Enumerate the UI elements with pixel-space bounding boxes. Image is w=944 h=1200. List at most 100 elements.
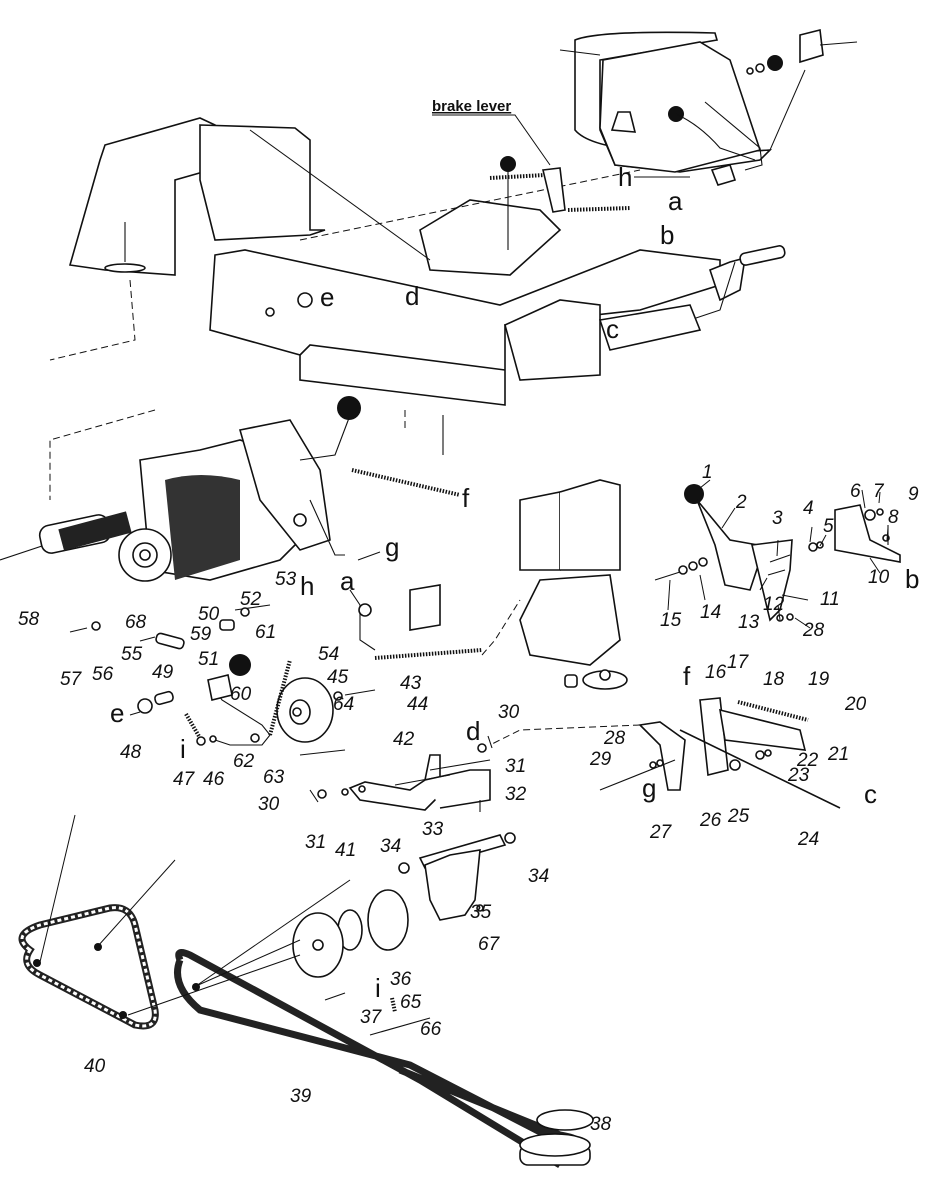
letter-label: e xyxy=(320,282,334,312)
part-label: 26 xyxy=(699,810,722,831)
letter-label: b xyxy=(905,564,919,594)
letter-label: a xyxy=(340,566,355,596)
part-label: 36 xyxy=(390,969,412,990)
part-label: 11 xyxy=(820,589,840,610)
part-label: 53 xyxy=(275,569,297,590)
part-label: 24 xyxy=(797,829,819,850)
part-label: 31 xyxy=(305,832,326,853)
part-label: 13 xyxy=(738,612,760,633)
part-label: 34 xyxy=(380,836,401,857)
part-label: 42 xyxy=(393,729,415,750)
part-label: 17 xyxy=(727,652,750,673)
part-label: 7 xyxy=(873,481,885,502)
idler-pulley-assembly xyxy=(69,604,376,756)
part-label: 38 xyxy=(590,1114,612,1135)
part-label: 18 xyxy=(763,669,785,690)
part-label: 10 xyxy=(868,567,890,588)
part-label: 59 xyxy=(190,624,212,645)
handlebar-console xyxy=(559,29,858,186)
part-label: 34 xyxy=(528,866,549,887)
part-label: 47 xyxy=(173,769,196,790)
part-label: 27 xyxy=(649,822,673,843)
brake-lever-label: brake lever xyxy=(432,98,511,115)
part-label: 15 xyxy=(660,610,682,631)
part-label: 48 xyxy=(120,742,142,763)
part-label: 67 xyxy=(478,934,501,955)
part-label: 2 xyxy=(735,492,747,513)
part-label: 16 xyxy=(705,662,727,683)
letter-label: i xyxy=(375,973,381,1003)
idler-bracket xyxy=(309,735,516,921)
letter-label: d xyxy=(466,716,480,746)
part-label: 68 xyxy=(125,612,147,633)
part-label: 21 xyxy=(827,744,849,765)
part-label: 12 xyxy=(763,594,785,615)
part-label: 30 xyxy=(258,794,280,815)
part-label: 51 xyxy=(198,649,219,670)
part-label: 41 xyxy=(335,840,356,861)
part-label: 19 xyxy=(808,669,830,690)
part-label: 64 xyxy=(333,694,354,715)
part-label: 62 xyxy=(233,751,255,772)
part-label: 35 xyxy=(470,902,492,923)
part-label: 32 xyxy=(505,784,527,805)
part-label: 20 xyxy=(844,694,867,715)
part-label: 6 xyxy=(850,481,861,502)
part-label: 66 xyxy=(420,1019,442,1040)
part-label: 8 xyxy=(888,507,899,528)
clutch-linkage xyxy=(489,697,841,809)
part-label: 4 xyxy=(803,498,814,519)
letter-label: h xyxy=(300,571,314,601)
letter-label: e xyxy=(110,698,124,728)
part-label: 9 xyxy=(908,484,919,505)
part-label: 54 xyxy=(318,644,339,665)
part-label: 14 xyxy=(700,602,721,623)
letter-label: g xyxy=(385,532,399,562)
center-bracket xyxy=(349,415,628,690)
letter-label: b xyxy=(660,220,674,250)
part-label: 1 xyxy=(702,462,713,483)
part-label: 25 xyxy=(727,806,750,827)
part-label: 37 xyxy=(360,1007,383,1028)
part-label: 52 xyxy=(240,589,262,610)
part-label: 45 xyxy=(327,667,349,688)
letter-label: i xyxy=(180,734,186,764)
leader-lines xyxy=(667,479,889,629)
shift-lever-linkage xyxy=(654,484,901,622)
part-label: 40 xyxy=(84,1056,106,1077)
part-label: 44 xyxy=(407,694,428,715)
part-label: 57 xyxy=(60,669,83,690)
part-label: 30 xyxy=(498,702,520,723)
transmission xyxy=(0,396,461,582)
idler-knob-icon xyxy=(229,654,251,676)
shift-knob-icon xyxy=(684,484,704,504)
letter-label: h xyxy=(618,162,632,192)
part-label: 23 xyxy=(787,765,810,786)
part-label: 39 xyxy=(290,1086,312,1107)
gear-shift-knob-icon xyxy=(337,396,361,420)
part-label: 33 xyxy=(422,819,444,840)
part-label: 46 xyxy=(203,769,225,790)
letter-label: g xyxy=(642,773,656,803)
part-label: 29 xyxy=(589,749,612,770)
connection-letters: h a b c d e f g a h b f g c d e i i xyxy=(110,162,919,1003)
part-label: 60 xyxy=(230,684,252,705)
part-label: 28 xyxy=(603,728,626,749)
part-label: 50 xyxy=(198,604,220,625)
part-label: 43 xyxy=(400,673,422,694)
part-label: 31 xyxy=(505,756,526,777)
letter-label: c xyxy=(864,779,877,809)
part-label: 3 xyxy=(772,508,783,529)
belt-40 xyxy=(18,904,159,1030)
part-label: 22 xyxy=(796,750,819,771)
frame-chassis xyxy=(49,117,786,500)
part-label: 58 xyxy=(18,609,40,630)
part-label: 55 xyxy=(121,644,143,665)
letter-label: f xyxy=(462,483,470,513)
brake-lever xyxy=(489,156,631,250)
part-label: 65 xyxy=(400,992,422,1013)
part-number-labels: 1 2 3 4 5 6 7 8 9 10 11 12 13 14 15 16 1… xyxy=(18,462,919,1135)
part-label: 5 xyxy=(823,516,834,537)
letter-label: c xyxy=(606,314,619,344)
